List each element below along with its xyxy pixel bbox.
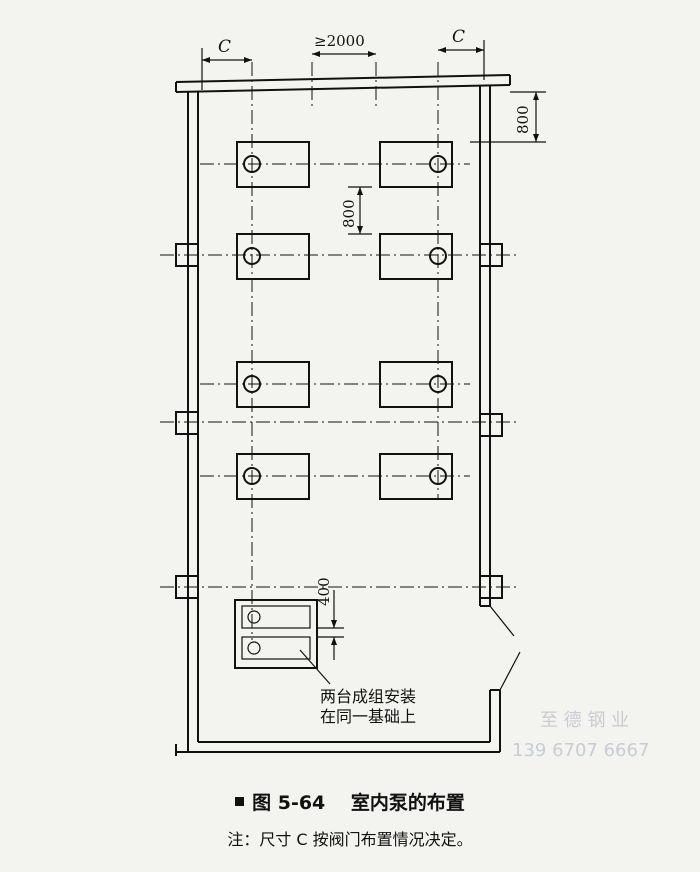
paired-pump-foundation <box>234 599 318 669</box>
watermark-phone: 139 6707 6667 <box>512 740 649 761</box>
dim-min-spacing: ≥2000 <box>314 32 365 50</box>
figure-title: 图 5-64 室内泵的布置 <box>0 788 700 815</box>
dimension-lines <box>201 40 546 685</box>
dim-pump-spacing: 800 <box>340 199 358 228</box>
pump-unit <box>379 141 453 188</box>
pump-unit <box>379 361 453 408</box>
dim-wall-clearance: 800 <box>514 105 532 134</box>
pump-unit <box>236 453 310 500</box>
figure-note: 注：尺寸 C 按阀门布置情况决定。 <box>227 830 473 849</box>
pump-unit <box>379 453 453 500</box>
watermark-company: 至 德 钢 业 <box>540 710 629 731</box>
center-lines <box>160 62 520 640</box>
room-walls <box>175 74 521 756</box>
dim-c-left: C <box>218 37 231 57</box>
dim-foundation-gap: 400 <box>315 577 333 606</box>
pump-unit <box>379 233 453 280</box>
pump-unit <box>236 361 310 408</box>
bullet-square-icon <box>235 797 245 806</box>
pump-unit <box>236 233 310 280</box>
figure-title-text: 图 5-64 室内泵的布置 <box>252 792 465 814</box>
dim-c-right: C <box>452 27 465 47</box>
paired-install-note-line1: 两台成组安装 <box>320 687 416 706</box>
pump-unit <box>236 141 310 188</box>
pump-units <box>236 141 453 500</box>
paired-install-note-line2: 在同一基础上 <box>320 707 416 726</box>
